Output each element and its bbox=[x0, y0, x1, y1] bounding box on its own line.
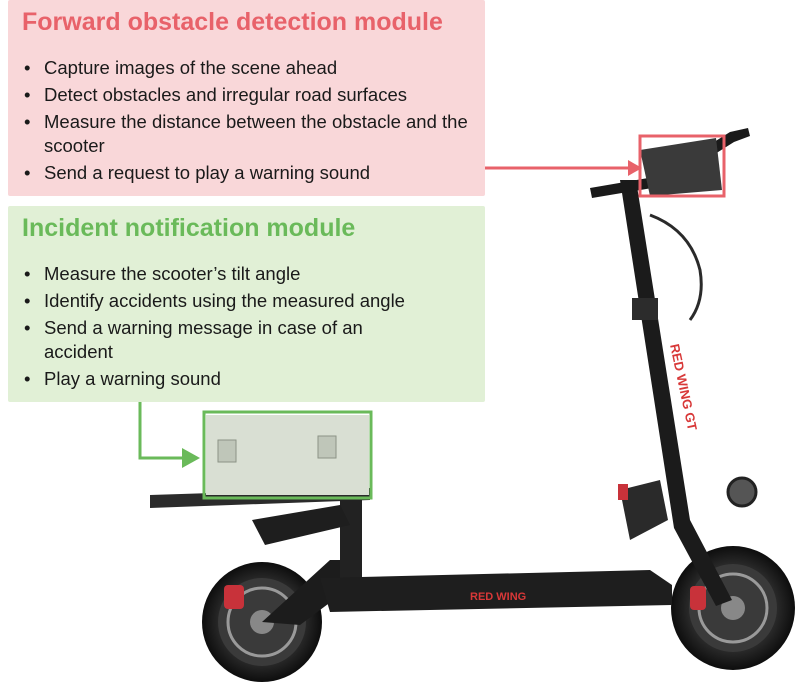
incident-connector-line bbox=[138, 402, 182, 460]
box-latch-left bbox=[217, 439, 237, 463]
front-brake-caliper bbox=[690, 586, 706, 610]
forward-module-bullets: Capture images of the scene ahead Detect… bbox=[22, 56, 484, 188]
incident-connector-arrowhead bbox=[182, 448, 200, 468]
rear-swing-arm bbox=[262, 560, 360, 625]
incident-bullet-1: Measure the scooter’s tilt angle bbox=[22, 262, 405, 286]
incident-module-title: Incident notification module bbox=[22, 214, 356, 242]
incident-module-highlight bbox=[202, 410, 373, 500]
forward-module-highlight bbox=[638, 134, 726, 198]
deck bbox=[320, 570, 672, 612]
forward-connector-arrowhead bbox=[628, 160, 642, 176]
rear-support bbox=[252, 505, 350, 545]
front-reflector bbox=[618, 484, 628, 500]
incident-module-bullets: Measure the scooter’s tilt angle Identif… bbox=[22, 262, 405, 394]
steering-stem bbox=[620, 180, 732, 606]
forward-bullet-4: Send a request to play a warning sound bbox=[22, 161, 484, 185]
incident-bullet-2: Identify accidents using the measured an… bbox=[22, 289, 405, 313]
deck-brand-text: RED WING bbox=[470, 591, 526, 603]
incident-bullet-4: Play a warning sound bbox=[22, 367, 405, 391]
rear-brake-caliper bbox=[224, 585, 244, 609]
stem-clamp bbox=[632, 298, 658, 320]
incident-bullet-3: Send a warning message in case of an acc… bbox=[22, 316, 374, 364]
brake-cables bbox=[649, 213, 703, 321]
display-unit bbox=[640, 138, 722, 196]
forward-module-title: Forward obstacle detection module bbox=[22, 8, 443, 36]
forward-bullet-1: Capture images of the scene ahead bbox=[22, 56, 484, 80]
headlight bbox=[726, 476, 758, 508]
incident-module-panel: Incident notification module Measure the… bbox=[8, 206, 485, 402]
front-mudguard-bracket bbox=[620, 480, 668, 540]
box-latch-right bbox=[317, 435, 337, 459]
forward-bullet-2: Detect obstacles and irregular road surf… bbox=[22, 83, 484, 107]
front-wheel bbox=[671, 546, 795, 670]
forward-module-panel: Forward obstacle detection module Captur… bbox=[8, 0, 485, 196]
forward-bullet-3: Measure the distance between the obstacl… bbox=[22, 110, 484, 158]
